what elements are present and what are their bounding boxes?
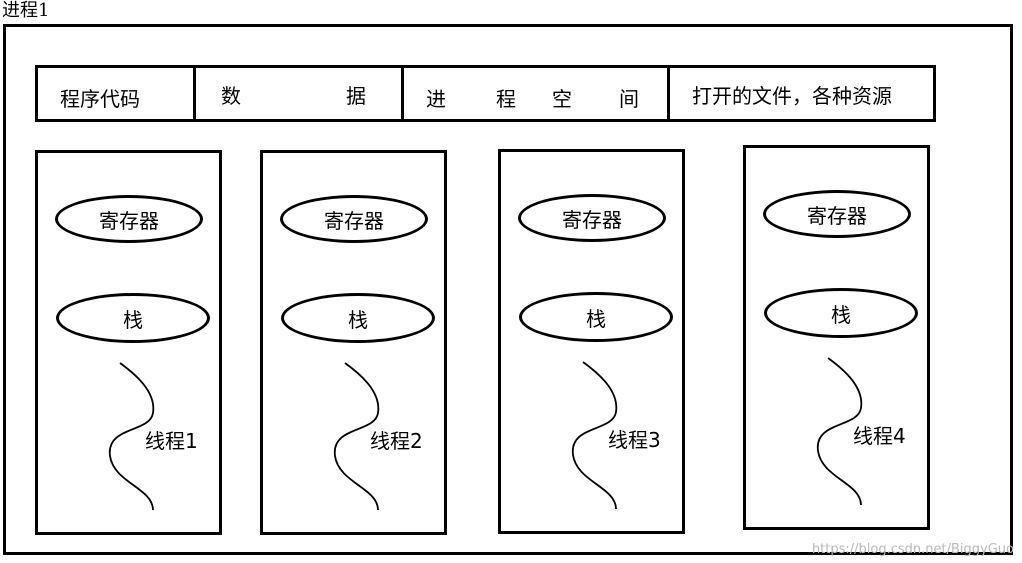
program-code-label: 程序代码	[60, 87, 140, 111]
data-label-char2: 据	[346, 84, 366, 108]
thread-wave-icon	[334, 362, 380, 511]
process-space-char4: 间	[619, 87, 639, 111]
process-label: 进程1	[2, 0, 50, 21]
program-code-cell: 程序代码	[38, 68, 196, 119]
thread-wave-icon	[109, 362, 155, 511]
thread-box-2: 寄存器 栈 线程2	[260, 150, 447, 535]
register-oval: 寄存器	[518, 194, 666, 242]
resources-label: 打开的文件，各种资源	[692, 84, 892, 108]
thread-name: 线程4	[853, 424, 906, 448]
thread-wave-icon	[817, 357, 863, 506]
stack-oval: 栈	[519, 292, 673, 342]
thread-name: 线程3	[608, 428, 661, 452]
thread-wave-icon	[572, 361, 618, 510]
thread-box-4: 寄存器 栈 线程4	[743, 145, 930, 530]
process-space-char1: 进	[426, 87, 446, 111]
stack-oval: 栈	[56, 293, 210, 343]
process-container	[3, 24, 1013, 555]
register-oval: 寄存器	[280, 195, 428, 243]
data-label-char1: 数	[221, 84, 241, 108]
thread-box-3: 寄存器 栈 线程3	[498, 149, 685, 534]
register-oval: 寄存器	[55, 195, 203, 243]
thread-name: 线程2	[370, 429, 423, 453]
process-space-char3: 空	[552, 87, 572, 111]
resources-cell: 打开的文件，各种资源	[670, 68, 933, 119]
process-space-char2: 程	[496, 87, 516, 111]
stack-oval: 栈	[281, 293, 435, 343]
process-space-cell: 进 程 空 间	[404, 68, 670, 119]
watermark: https://blog.csdn.net/BiggyGuo	[811, 542, 1014, 557]
thread-box-1: 寄存器 栈 线程1	[35, 150, 222, 535]
stack-oval: 栈	[764, 288, 918, 338]
register-oval: 寄存器	[763, 190, 911, 238]
shared-resources-row: 程序代码 数 据 进 程 空 间 打开的文件，各种资源	[35, 65, 936, 122]
thread-name: 线程1	[145, 429, 198, 453]
data-cell: 数 据	[196, 68, 404, 119]
